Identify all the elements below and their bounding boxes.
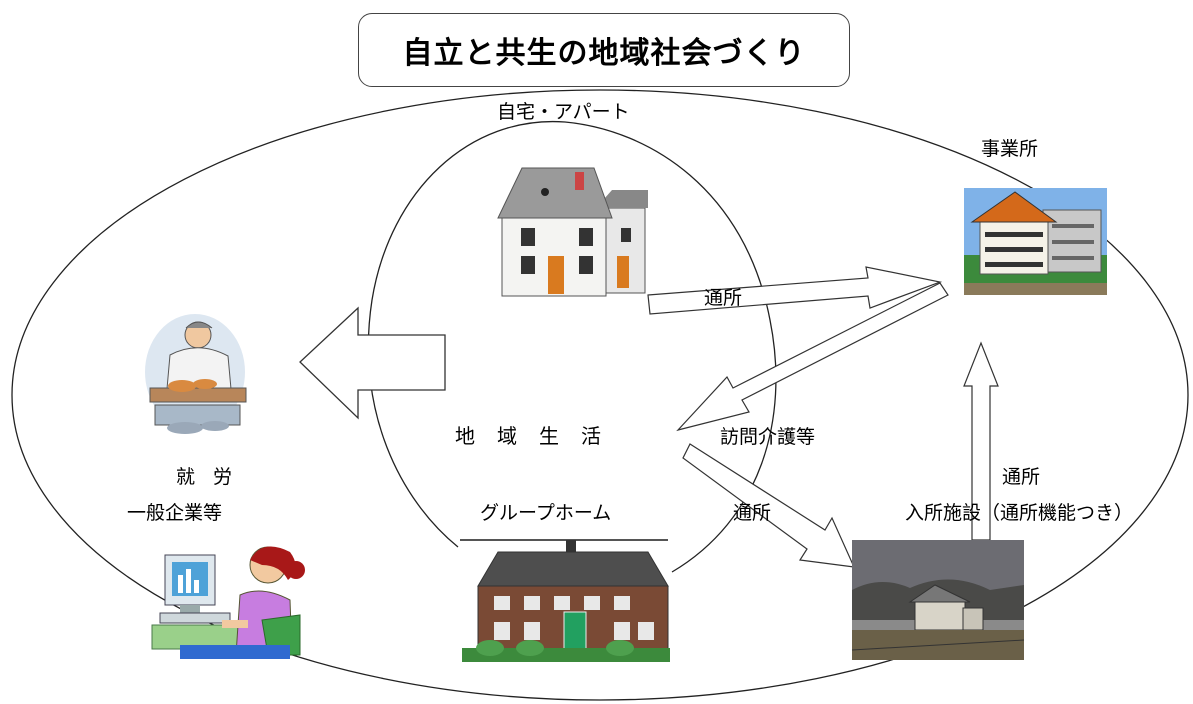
community-life-label: 地域生活 [455,424,623,448]
commute-label-top: 通所 [704,287,743,309]
commute-label-right: 通所 [1002,466,1041,488]
computer-worker-icon [151,546,305,659]
home-label: 自宅・アパート [497,101,630,123]
arrow-home-to-office [647,266,943,315]
arrow-to-facility [682,443,855,568]
arrow-facility-to-office [963,341,999,541]
group-home-icon [460,539,670,662]
house-icon [497,167,648,297]
group-home-label: グループホーム [480,502,612,524]
facility-icon [851,540,1025,660]
arrow-home-visit-care [676,282,949,432]
home-visit-care-label: 訪問介護等 [720,426,816,448]
employment-label: 就 労 [176,466,239,488]
office-label: 事業所 [981,138,1039,160]
office-building-icon [964,188,1107,295]
worker-icon [145,314,247,434]
commute-label-bottom: 通所 [733,502,772,524]
outer-circle [11,89,1189,701]
diagram-title: 自立と共生の地域社会づくり [358,13,850,87]
residential-facility-label: 入所施設（通所機能つき） [905,502,1134,524]
arrow-to-employment [299,306,446,420]
general-company-label: 一般企業等 [127,502,223,524]
